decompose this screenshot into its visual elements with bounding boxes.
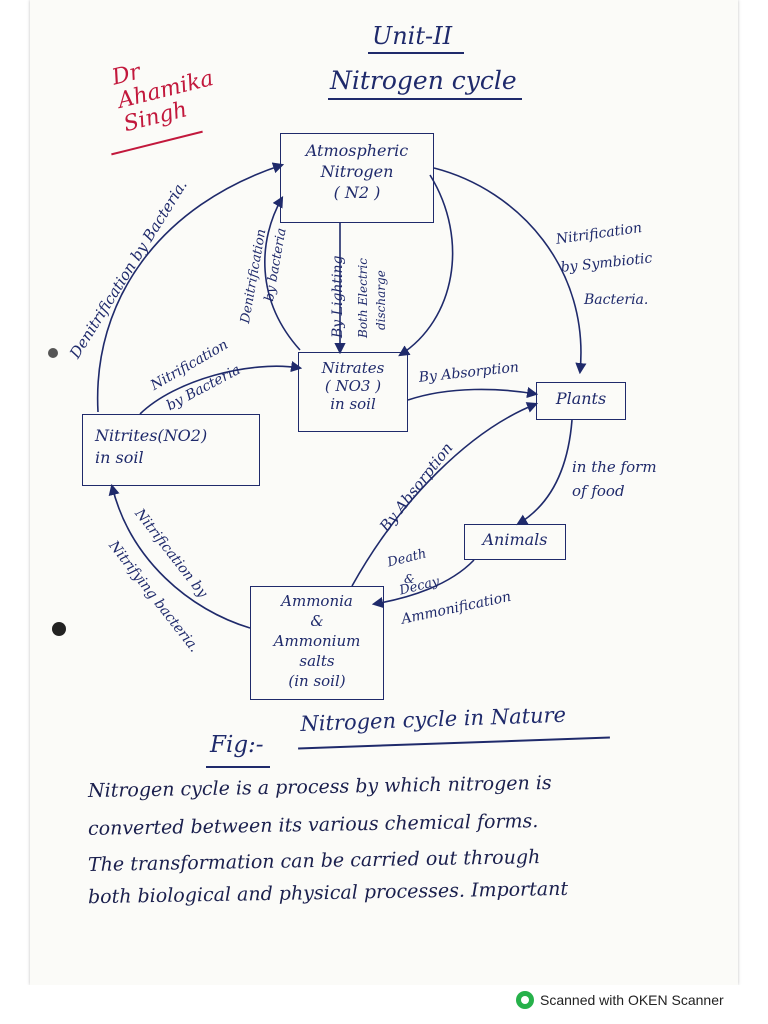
node-ammonia-salts: Ammonia & Ammonium salts (in soil) (250, 586, 384, 700)
node-ammonia-label: Ammonia & Ammonium salts (in soil) (273, 592, 361, 690)
node-nitrites-soil: Nitrites(NO2) in soil (82, 414, 260, 486)
scanner-text: Scanned with OKEN Scanner (540, 992, 724, 1008)
label-and: & (404, 572, 415, 586)
punch-hole-mark (52, 622, 66, 636)
scanner-footer (0, 985, 768, 1024)
arrow-nitrification-bottom (108, 483, 251, 629)
unit-heading-underline (368, 52, 464, 54)
label-by-lighting: By Lighting (330, 255, 346, 338)
node-atmospheric-nitrogen: Atmospheric Nitrogen ( N2 ) (280, 133, 434, 223)
label-symbiotic-3: Bacteria. (584, 292, 649, 308)
label-food-2: of food (572, 482, 625, 500)
node-plants-label: Plants (555, 389, 607, 408)
label-discharge: discharge (374, 270, 388, 330)
arrow-atmos-nitrates-right (398, 174, 454, 357)
page-title: Nitrogen cycle (330, 66, 517, 95)
arrow-nitrification-top (139, 361, 303, 415)
punch-hole-mark (48, 348, 58, 358)
figure-prefix-underline (206, 766, 270, 768)
unit-heading: Unit-II (372, 22, 453, 50)
label-food-1: in the form (572, 458, 657, 476)
scanner-watermark: Scanned with OKEN Scanner (516, 991, 724, 1009)
node-atmospheric-label: Atmospheric Nitrogen ( N2 ) (305, 141, 409, 202)
node-nitrites-label: Nitrites(NO2) in soil (95, 426, 208, 467)
node-animals: Animals (464, 524, 566, 560)
figure-prefix: Fig:- (210, 732, 264, 758)
node-plants: Plants (536, 382, 626, 420)
arrow-absorption-diagonal (351, 402, 539, 587)
node-nitrates-label: Nitrates ( NO3 ) in soil (321, 359, 385, 413)
arrow-absorption-top (407, 387, 539, 401)
arrow-denitrification-inner (264, 196, 301, 351)
label-electric: Both Electric (356, 258, 370, 338)
node-nitrates-soil: Nitrates ( NO3 ) in soil (298, 352, 408, 432)
scanned-page (30, 0, 738, 985)
page-title-underline (328, 98, 522, 100)
arrow-death-decay (371, 559, 475, 609)
node-animals-label: Animals (482, 530, 548, 549)
arrow-denitrification-left (96, 162, 285, 413)
oken-logo-icon (516, 991, 534, 1009)
arrow-symbiotic (433, 167, 587, 375)
arrow-plants-animals (516, 419, 573, 526)
